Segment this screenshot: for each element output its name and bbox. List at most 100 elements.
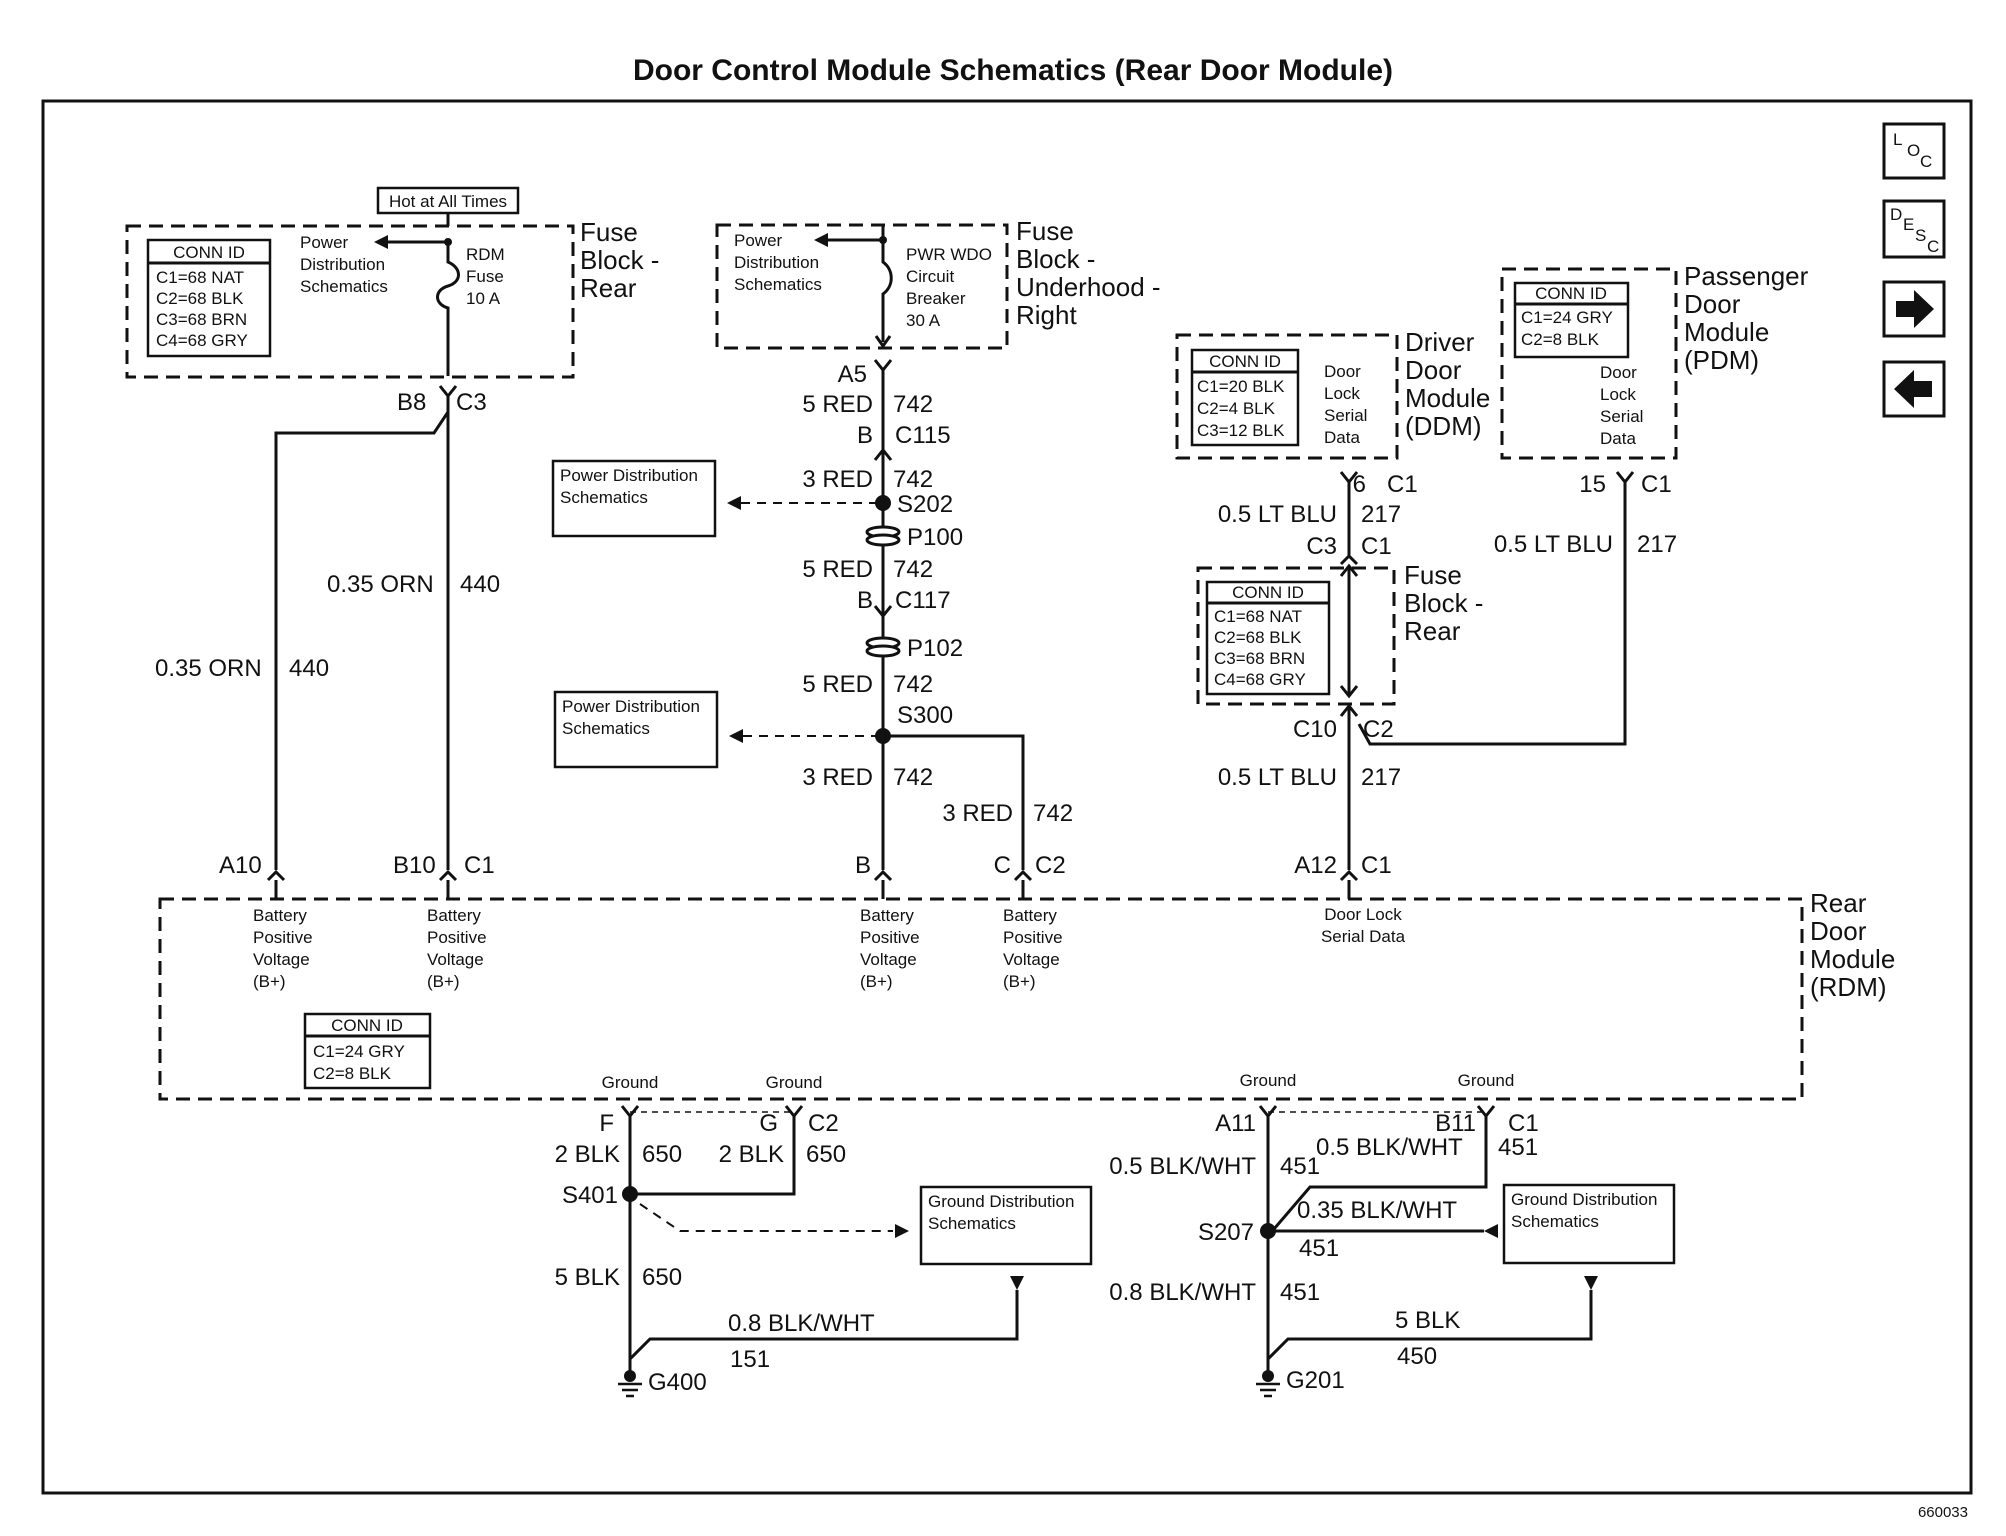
svg-text:Power Distribution: Power Distribution xyxy=(560,466,698,485)
splice-s300-label: S300 xyxy=(897,702,953,729)
svg-text:Door: Door xyxy=(1684,289,1741,319)
rdm-fuse-label: RDM Fuse 10 A xyxy=(466,245,505,308)
conn-b-label: B xyxy=(855,852,871,879)
svg-text:Data: Data xyxy=(1324,428,1360,447)
rdm-conn-id-table: CONN ID C1=24 GRY C2=8 BLK xyxy=(303,1012,432,1090)
svg-text:Ground Distribution: Ground Distribution xyxy=(928,1192,1074,1211)
wire-label-2-blk: 2 BLK xyxy=(719,1141,784,1168)
driver-door-module-label: Driver Door Module (DDM) xyxy=(1405,327,1490,441)
wire-label-742: 742 xyxy=(1033,800,1073,827)
arrow-left-icon xyxy=(729,729,743,743)
svg-text:Battery: Battery xyxy=(860,906,914,925)
conn-b10-label: B10 xyxy=(393,852,436,879)
svg-text:(PDM): (PDM) xyxy=(1684,345,1759,375)
svg-text:Schematics: Schematics xyxy=(300,277,388,296)
wire-label-742: 742 xyxy=(893,764,933,791)
svg-text:Power: Power xyxy=(300,233,349,252)
svg-text:Data: Data xyxy=(1600,429,1636,448)
svg-text:Lock: Lock xyxy=(1600,385,1636,404)
loc-button[interactable]: L O C xyxy=(1882,122,1946,180)
svg-text:Door: Door xyxy=(1405,355,1462,385)
prev-page-button[interactable] xyxy=(1882,360,1946,418)
svg-text:CONN ID: CONN ID xyxy=(173,243,245,262)
wire-label-035-blk-wht: 0.35 BLK/WHT xyxy=(1297,1197,1457,1224)
svg-text:Block -: Block - xyxy=(1016,244,1095,274)
splice-s202 xyxy=(875,495,891,511)
svg-text:CONN ID: CONN ID xyxy=(1232,583,1304,602)
svg-text:Voltage: Voltage xyxy=(860,950,917,969)
wire-label-2-blk: 2 BLK xyxy=(555,1141,620,1168)
arrow-right-icon xyxy=(895,1224,909,1238)
wire-label-650: 650 xyxy=(642,1141,682,1168)
splice-s401 xyxy=(622,1186,638,1202)
conn-c10-label: C10 xyxy=(1293,716,1337,743)
rdm-door-lock-serial-data-pin: Door Lock Serial Data xyxy=(1321,905,1406,946)
rdm-ground-pin-g: Ground xyxy=(766,1073,823,1092)
conn-a5-label: A5 xyxy=(838,361,867,388)
rdm-ground-pin-f: Ground xyxy=(602,1073,659,1092)
svg-text:Underhood -: Underhood - xyxy=(1016,272,1161,302)
svg-text:Door: Door xyxy=(1600,363,1637,382)
svg-text:10 A: 10 A xyxy=(466,289,501,308)
arrow-left-icon xyxy=(374,235,388,249)
conn-a10-label: A10 xyxy=(219,852,262,879)
pdm-conn-id-table: CONN ID C1=24 GRY C2=8 BLK xyxy=(1513,281,1630,359)
conn-g-label: G xyxy=(759,1110,778,1137)
rdm-ground-pin-b11: Ground xyxy=(1458,1071,1515,1090)
next-page-button[interactable] xyxy=(1882,280,1946,338)
fuse-block-rear-label: Fuse Block - Rear xyxy=(580,217,659,303)
svg-text:Fuse: Fuse xyxy=(580,217,638,247)
loc-letter-o: O xyxy=(1907,141,1920,160)
svg-text:Right: Right xyxy=(1016,300,1077,330)
pass-through-p100 xyxy=(865,525,901,547)
svg-text:Schematics: Schematics xyxy=(562,719,650,738)
svg-text:Voltage: Voltage xyxy=(253,950,310,969)
svg-text:Module: Module xyxy=(1405,383,1490,413)
loc-letter-c: C xyxy=(1920,152,1932,171)
svg-text:Rear: Rear xyxy=(580,273,637,303)
wire-label-5-red: 5 RED xyxy=(802,391,873,418)
pdm-door-lock-serial-data-pin: Door Lock Serial Data xyxy=(1600,363,1643,448)
conn-c3-label: C3 xyxy=(1306,533,1337,560)
wire-label-3-red: 3 RED xyxy=(802,466,873,493)
svg-text:CONN ID: CONN ID xyxy=(1209,352,1281,371)
wire-label-742: 742 xyxy=(893,466,933,493)
conn-f-label: F xyxy=(599,1110,614,1137)
wire-label-035-orn: 0.35 ORN xyxy=(327,571,434,598)
rdm-b-plus-pin-a10: Battery Positive Voltage (B+) xyxy=(253,906,313,991)
svg-text:Rear: Rear xyxy=(1404,616,1461,646)
wire-label-08-blk-wht: 0.8 BLK/WHT xyxy=(1109,1279,1256,1306)
wire-label-035-orn: 0.35 ORN xyxy=(155,655,262,682)
ground-distribution-ref-1: Ground Distribution Schematics xyxy=(928,1192,1074,1233)
svg-text:C2=68 BLK: C2=68 BLK xyxy=(1214,628,1302,647)
desc-letter-c: C xyxy=(1927,237,1939,256)
fuse-rear-power-distribution-ref: Power Distribution Schematics xyxy=(300,233,388,296)
svg-text:Door: Door xyxy=(1810,916,1867,946)
arrow-down-icon xyxy=(1584,1276,1598,1290)
desc-letter-s: S xyxy=(1915,226,1926,245)
fuse-block-rear-2-boundary xyxy=(1196,566,1396,706)
splice-s202-label: S202 xyxy=(897,491,953,518)
desc-button[interactable]: D E S C xyxy=(1882,199,1946,259)
ground-g201-icon xyxy=(1256,1382,1280,1398)
svg-text:Voltage: Voltage xyxy=(1003,950,1060,969)
svg-text:C1=68 NAT: C1=68 NAT xyxy=(1214,607,1302,626)
svg-text:C2=4 BLK: C2=4 BLK xyxy=(1197,399,1276,418)
conn-c-label: C xyxy=(994,852,1011,879)
svg-text:Schematics: Schematics xyxy=(1511,1212,1599,1231)
fuse-block-underhood-label: Fuse Block - Underhood - Right xyxy=(1016,216,1161,330)
svg-text:C1=68 NAT: C1=68 NAT xyxy=(156,268,244,287)
svg-text:Serial: Serial xyxy=(1324,406,1367,425)
wire-label-451: 451 xyxy=(1280,1153,1320,1180)
p102-label: P102 xyxy=(907,635,963,662)
svg-text:Fuse: Fuse xyxy=(1404,560,1462,590)
svg-text:PWR WDO: PWR WDO xyxy=(906,245,992,264)
svg-text:Fuse: Fuse xyxy=(1016,216,1074,246)
conn-c2-label: C2 xyxy=(1363,716,1394,743)
rdm-b-plus-pin-b10: Battery Positive Voltage (B+) xyxy=(427,906,487,991)
ddm-door-lock-serial-data-pin: Door Lock Serial Data xyxy=(1324,362,1367,447)
fuse-block-underhood-boundary xyxy=(715,223,1009,350)
svg-text:Schematics: Schematics xyxy=(928,1214,1016,1233)
svg-text:(B+): (B+) xyxy=(1003,972,1036,991)
